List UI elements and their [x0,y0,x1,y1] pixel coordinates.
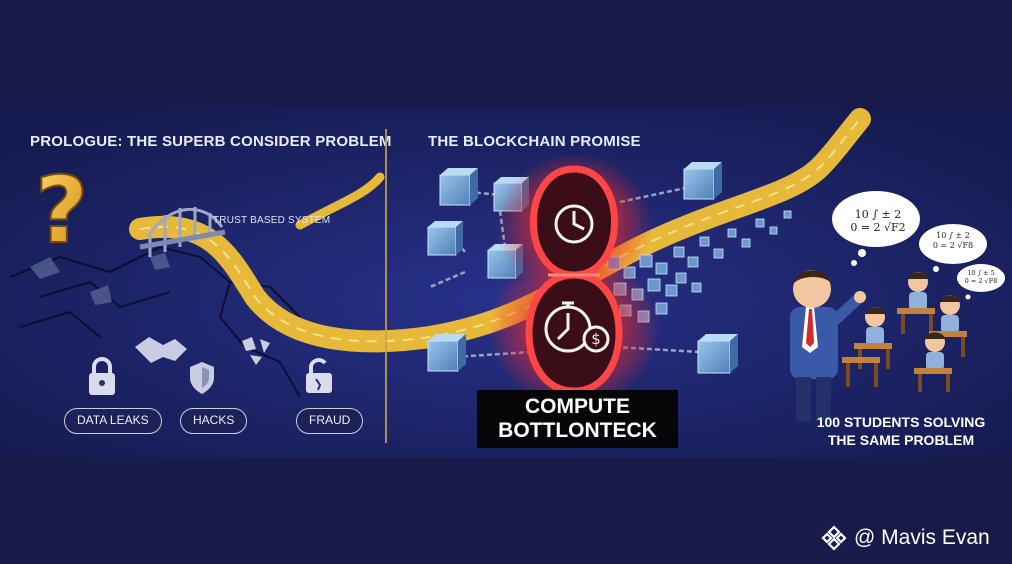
cube [427,334,466,372]
cube [697,334,738,374]
student [842,357,880,387]
broken-bridge [139,207,226,257]
student [897,272,935,334]
lock-icon [89,357,115,395]
svg-text:$: $ [591,330,601,348]
problem-pill-fraud: FRAUD [296,408,364,434]
teacher-figure [790,270,866,421]
shield-icon [190,362,214,394]
thought-bubble-large [832,191,920,266]
bubble-line: 0 = 2 √F8 [964,277,998,285]
compute-bottleneck-caption: COMPUTE BOTTLONTECK [477,390,678,448]
golden-road-upper [295,172,385,230]
bubble-line: 10 ∫ ± 2 [854,208,902,221]
section-divider [385,129,387,443]
prologue-heading: PROLOGUE: THE SUPERB CONSIDER PROBLEM [30,133,392,150]
watermark: @ Mavis Evan [820,524,990,552]
question-mark-icon: ? [35,157,88,264]
blockchain-heading: THE BLOCKCHAIN PROMISE [428,133,641,150]
thought-bubble-medium [919,224,987,272]
broken-lock-icon [306,358,332,393]
bubble-line: 0 = 2 √F8 [932,241,974,250]
problem-pill-data-leaks: DATA LEAKS [64,408,162,434]
handshake-icon [135,337,187,363]
stopwatch-dollar-icon: $ [544,301,610,353]
student [914,332,952,392]
bubble-line: 10 ∫ ± 5 [967,269,995,277]
watermark-text: @ Mavis Evan [854,526,990,549]
thought-bubble-small [957,264,1005,300]
bottom-band [0,458,1012,564]
problem-pill-hacks: HACKS [180,408,248,434]
rubble [30,253,170,305]
top-band [0,0,1012,107]
binance-logo-icon [821,525,847,551]
cube [427,221,463,256]
students-caption: 100 STUDENTS SOLVING THE SAME PROBLEM [806,413,996,449]
thought-bubble-text-medium: 10 ∫ ± 2 0 = 2 √F8 [923,231,983,251]
bubble-line: 10 ∫ ± 2 [936,231,970,240]
bubble-line: 0 = 2 √F2 [850,221,906,234]
thought-bubble-text-small: 10 ∫ ± 5 0 = 2 √F8 [960,269,1002,285]
clock-icon [554,204,594,244]
cube [683,162,722,200]
bridge-label: TRUST BASED SYSTEM [213,215,331,226]
students-group [842,272,967,392]
illustration-scene: ? [0,107,1012,458]
students-line-2: THE SAME PROBLEM [827,432,975,448]
shattered-glass-icon [242,337,270,365]
cube [439,168,478,206]
thought-bubble-text-large: 10 ∫ ± 2 0 = 2 √F2 [842,208,914,234]
scene-artwork: ? [0,107,1012,458]
students-line-1: 100 STUDENTS SOLVING [816,414,986,430]
compute-line-1: COMPUTE [525,395,630,418]
compute-line-2: BOTTLONTECK [498,419,657,442]
